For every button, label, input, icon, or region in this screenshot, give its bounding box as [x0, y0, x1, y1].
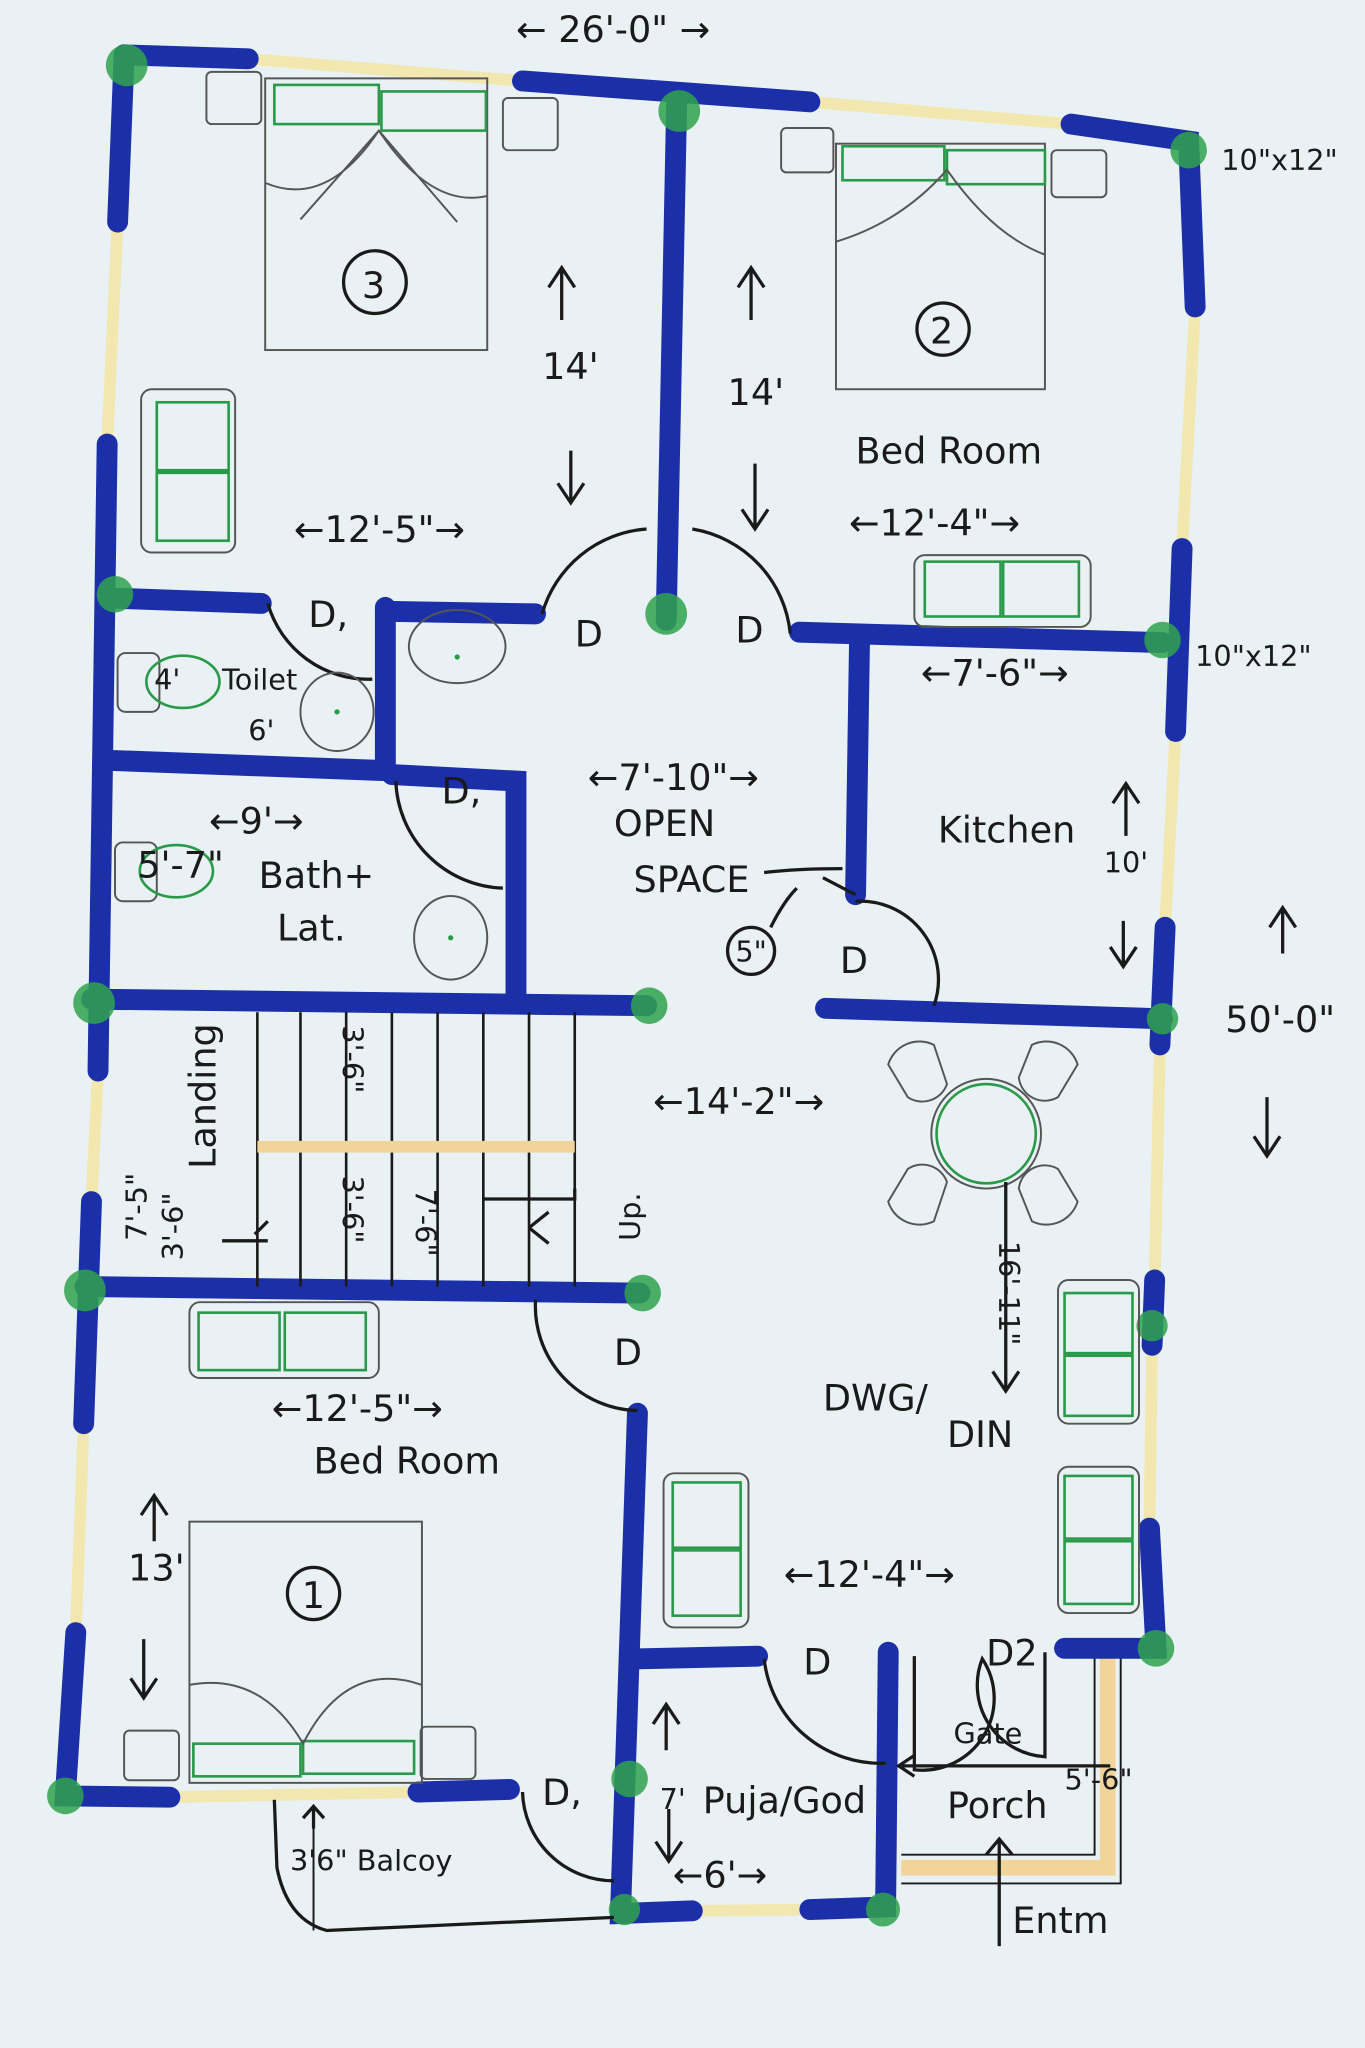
furniture [114, 70, 1140, 1784]
labels: ← 26'-0" → 10"x12" 10"x12" 50'-0" 3 14' … [119, 8, 1337, 1942]
stair-tread-2: 3'-6" [335, 1176, 369, 1244]
bedroom-3-width: ←12'-5"→ [294, 508, 465, 551]
column-size-mid: 10"x12" [1195, 639, 1312, 673]
column-size-top: 10"x12" [1221, 143, 1338, 177]
kitchen-width: ←7'-6"→ [921, 652, 1069, 695]
bath-width: ←9'→ [209, 799, 304, 842]
door-label: D2 [986, 1631, 1037, 1674]
door-label: D [840, 939, 868, 982]
fixtures [114, 608, 507, 981]
staircase [222, 1012, 577, 1287]
door-label: D [735, 609, 763, 652]
puja-width: ←6'→ [673, 1853, 768, 1896]
landing-label: Landing [182, 1023, 225, 1169]
bed-3 [205, 70, 559, 352]
open-space-label-1: OPEN [614, 802, 715, 845]
kitchen-height: 10' [1104, 845, 1148, 879]
stair-up: Up. [613, 1192, 647, 1240]
dining-label-2: DIN [947, 1413, 1013, 1456]
dining-label-1: DWG/ [823, 1377, 929, 1420]
bedroom-1-width: ←12'-5"→ [272, 1387, 443, 1430]
bedroom-3-number: 3 [362, 264, 385, 307]
puja-height: 7' [660, 1782, 686, 1816]
kitchen-label: Kitchen [938, 808, 1075, 851]
bedroom-1-height: 13' [128, 1546, 185, 1589]
dining-table [887, 1040, 1079, 1226]
door-label: D [575, 613, 603, 656]
bed-2 [780, 127, 1108, 391]
bedroom-2-width: ←12'-4"→ [849, 502, 1020, 545]
dimension-arrows [129, 264, 1298, 1947]
bedroom-2-number: 2 [930, 310, 953, 353]
stair-width: 7'-6" [408, 1189, 442, 1257]
columns [47, 44, 1207, 1927]
door-label: D, [308, 593, 348, 636]
landing-width: 3'-6" [156, 1192, 190, 1260]
porch-label: Porch [947, 1784, 1048, 1827]
open-space-width: ←7'-10"→ [588, 756, 759, 799]
open-space-note: 5" [735, 934, 766, 968]
bedroom-2-label: Bed Room [856, 430, 1043, 473]
dining-height: 16'-11" [992, 1241, 1026, 1346]
porch-width: 5'-6" [1065, 1762, 1133, 1796]
overall-width: ← 26'-0" → [516, 8, 710, 51]
puja-label: Puja/God [703, 1779, 866, 1822]
overall-length: 50'-0" [1225, 998, 1335, 1041]
entry-label: Entm [1012, 1899, 1108, 1942]
windows [69, 52, 1202, 1917]
stair-tread-1: 3'-6" [335, 1025, 369, 1093]
open-space-label-2: SPACE [634, 858, 750, 901]
bath-label-1: Bath+ [259, 854, 375, 897]
living-width: ←12'-4"→ [784, 1553, 955, 1596]
toilet-label: Toilet [221, 663, 297, 697]
bath-height: 5'-7" [137, 844, 224, 887]
bedroom-3-height: 14' [542, 345, 599, 388]
door-label: D [803, 1640, 831, 1683]
door-label: D, [542, 1771, 582, 1814]
bed-1 [123, 1520, 477, 1784]
toilet-width: 6' [248, 714, 274, 748]
gate-label: Gate [954, 1717, 1023, 1751]
landing-height: 7'-5" [119, 1173, 153, 1241]
door-label: D [614, 1331, 642, 1374]
toilet-height: 4' [154, 663, 180, 697]
bedroom-1-number: 1 [302, 1574, 325, 1617]
dining-width: ←14'-2"→ [653, 1080, 824, 1123]
door-label: D, [442, 769, 482, 812]
balcony-label: 3'6" Balcoy [290, 1843, 452, 1877]
bedroom-1-label: Bed Room [314, 1439, 501, 1482]
bedroom-2-height: 14' [728, 371, 785, 414]
sofas [140, 388, 1140, 1629]
bath-label-2: Lat. [277, 906, 346, 949]
